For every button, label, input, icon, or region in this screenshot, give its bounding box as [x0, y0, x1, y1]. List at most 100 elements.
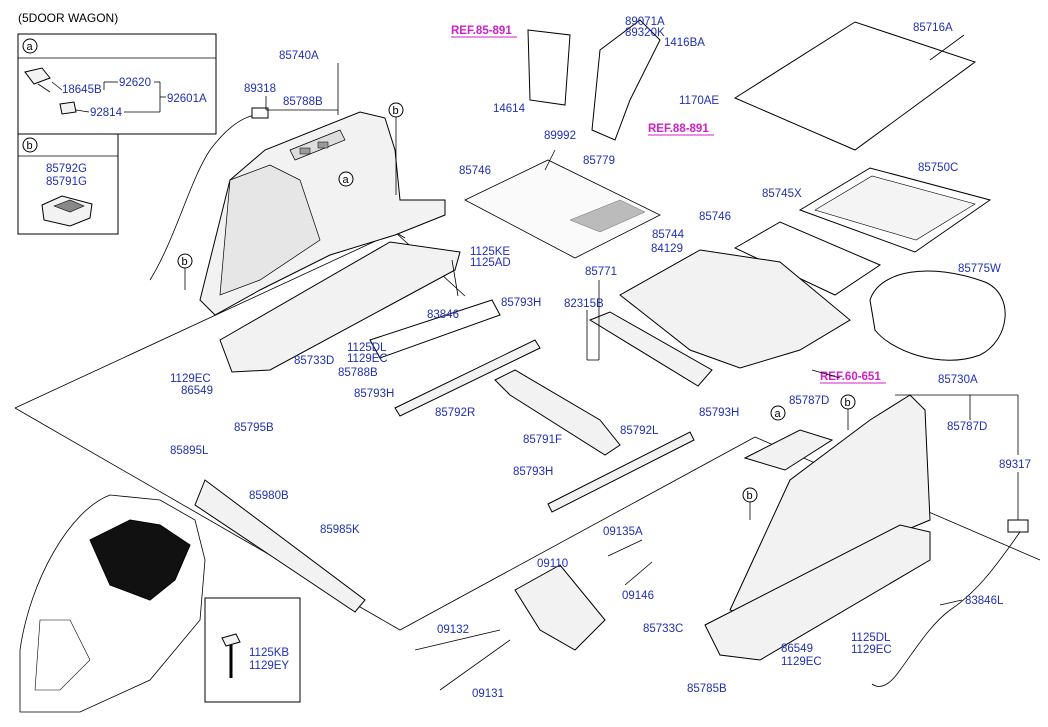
part-85744: 85744: [652, 229, 685, 241]
svg-text:a: a: [343, 174, 350, 186]
part-1129EY: 1129EY: [249, 660, 289, 672]
part-85746-right: 85746: [699, 211, 731, 223]
jack-handle-09131: [439, 639, 511, 691]
part-09132: 09132: [437, 624, 469, 636]
part-85788B-bottom: 85788B: [338, 367, 378, 379]
svg-text:a: a: [775, 408, 782, 420]
part-89071A: 89071A: [625, 16, 665, 28]
right-cable: [871, 531, 1021, 687]
svg-text:b: b: [393, 105, 399, 117]
left-lower-rail: [219, 241, 461, 373]
svg-text:b: b: [845, 397, 851, 409]
callout-a-left: a: [338, 171, 354, 187]
ref-bracket: [527, 29, 571, 106]
callout-b-top: b: [388, 102, 404, 118]
wrench-09135A: [607, 539, 643, 557]
rail-left: [394, 339, 541, 417]
part-85730A: 85730A: [938, 374, 978, 386]
part-85716A: 85716A: [913, 22, 953, 34]
part-85795B: 85795B: [234, 422, 274, 434]
part-1125AD: 1125AD: [470, 257, 511, 269]
left-cable: [149, 114, 256, 281]
part-89317: 89317: [999, 459, 1031, 471]
part-84129: 84129: [651, 243, 683, 255]
callout-b-right-top: b: [840, 394, 856, 410]
part-1125DL-right: 1125DL: [851, 632, 891, 644]
part-1170AE: 1170AE: [679, 95, 719, 107]
part-85985K: 85985K: [320, 524, 360, 536]
vehicle-silhouette: [19, 494, 206, 713]
part-09135A: 09135A: [603, 526, 643, 538]
inset-b: b 85792G 85791G: [17, 133, 119, 235]
part-85791G: 85791G: [46, 176, 87, 188]
part-85785B: 85785B: [687, 683, 727, 695]
part-85740A: 85740A: [279, 50, 319, 62]
socket-part: [59, 101, 77, 115]
part-85792G: 85792G: [46, 163, 87, 175]
callout-b-left: b: [177, 253, 193, 269]
part-85750C: 85750C: [918, 162, 958, 174]
part-1129EC-right: 1129EC: [781, 656, 822, 668]
part-85733C: 85733C: [643, 623, 683, 635]
inset-bolt: 1125KB 1129EY: [204, 597, 301, 703]
right-bracket: [743, 429, 834, 471]
part-83846L: 83846L: [965, 595, 1004, 607]
part-85788B-top: 85788B: [283, 96, 323, 108]
part-85793H-d: 85793H: [513, 466, 553, 478]
part-92601A: 92601A: [167, 93, 207, 105]
cargo-area-highlight: [89, 519, 191, 601]
part-86549-left: 86549: [181, 385, 213, 397]
part-85980B: 85980B: [249, 490, 289, 502]
ref-60-651: REF.60-651: [820, 371, 881, 383]
part-85775W: 85775W: [958, 263, 1001, 275]
part-1125KB: 1125KB: [249, 647, 289, 659]
part-86549-right: 86549: [781, 643, 813, 655]
svg-text:b: b: [182, 256, 188, 268]
part-09110: 09110: [537, 558, 568, 570]
tonneau-roller: [194, 479, 366, 613]
left-quarter-trim: [199, 111, 446, 316]
ref-88-891: REF.88-891: [648, 123, 709, 135]
rail-right: [547, 431, 695, 513]
ref-85-891: REF.85-891: [451, 25, 512, 37]
part-85791F: 85791F: [523, 434, 562, 446]
callout-b-right-mid: b: [742, 487, 758, 503]
svg-text:b: b: [747, 490, 753, 502]
jack-handle-09132: [414, 629, 501, 651]
right-lower-rail: [704, 524, 931, 661]
inset-a: a 18645B 92620 92601A 92814: [17, 33, 217, 135]
part-89992: 89992: [544, 130, 576, 142]
part-85793H-a: 85793H: [354, 388, 394, 400]
part-89320K: 89320K: [625, 27, 665, 39]
part-85787D-right: 85787D: [947, 421, 987, 433]
cargo-screen: [464, 159, 661, 259]
part-92620: 92620: [119, 77, 151, 89]
part-83846: 83846: [427, 309, 459, 321]
jack: [514, 564, 606, 651]
connector-part: [24, 67, 51, 85]
upper-pillar-trim: [591, 19, 661, 141]
part-09131: 09131: [472, 688, 504, 700]
bolt-head: [221, 633, 241, 647]
tool-09146: [624, 561, 653, 586]
luggage-bracket: [494, 369, 621, 456]
storage-basket: [869, 270, 1006, 361]
part-85792R: 85792R: [435, 407, 475, 419]
luggage-floor: [619, 249, 851, 369]
part-85792L: 85792L: [620, 425, 659, 437]
part-1129EC-right-lower: 1129EC: [851, 644, 892, 656]
luggage-cover-board: [733, 21, 977, 151]
part-1416BA: 1416BA: [664, 37, 705, 49]
part-85745X: 85745X: [762, 188, 802, 200]
part-1125DL-left: 1125DL: [347, 342, 387, 354]
inset-b-label: b: [27, 140, 33, 152]
part-85771: 85771: [585, 266, 617, 278]
partition-rail: [369, 299, 501, 359]
part-85793H-c: 85793H: [699, 407, 739, 419]
part-09146: 09146: [622, 590, 654, 602]
part-92814: 92814: [90, 107, 123, 119]
part-18645B: 18645B: [62, 84, 102, 96]
part-85793H-b: 85793H: [501, 297, 541, 309]
part-82315B: 82315B: [564, 298, 604, 310]
